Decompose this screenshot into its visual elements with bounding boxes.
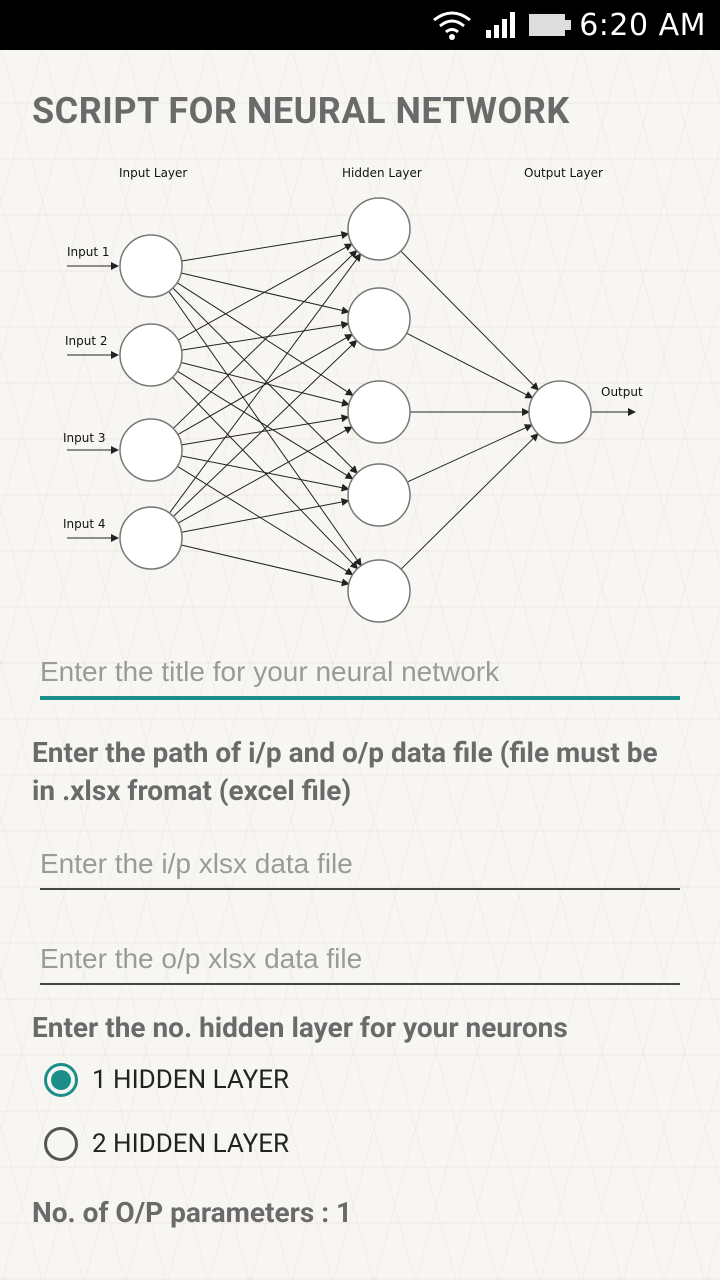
input-1-label: Input 1 xyxy=(67,245,110,259)
edge-input-3-hidden-3 xyxy=(181,414,350,446)
output-data-file-field[interactable] xyxy=(40,943,680,985)
hidden-layer-label: Hidden Layer xyxy=(342,166,422,180)
input-neuron-3 xyxy=(119,418,183,482)
edge-input-1-hidden-4 xyxy=(172,287,358,474)
network-svg: Input Layer Hidden Layer Output Layer In… xyxy=(63,166,643,623)
signal-icon xyxy=(486,12,516,38)
hidden-neuron-5 xyxy=(347,559,411,623)
input-3-label: Input 3 xyxy=(63,431,106,445)
edge-input-3-hidden-4 xyxy=(181,455,350,492)
radio-2-hidden-layer[interactable]: 2 HIDDEN LAYER xyxy=(44,1127,289,1161)
status-bar: 6:20 AM xyxy=(0,0,720,50)
data-path-label: Enter the path of i/p and o/p data file … xyxy=(32,736,658,807)
edge-input-4-hidden-5 xyxy=(181,544,350,587)
edge-input-4-hidden-4 xyxy=(181,498,350,533)
input-2-label: Input 2 xyxy=(65,334,108,348)
output-neuron xyxy=(528,380,592,444)
battery-icon xyxy=(529,14,572,36)
page-title: SCRIPT FOR NEURAL NETWORK xyxy=(32,90,570,132)
input-neuron-4 xyxy=(119,506,183,570)
hidden-neuron-4 xyxy=(347,463,411,527)
radio-dot xyxy=(51,1070,71,1090)
wifi-icon xyxy=(433,11,472,40)
edge-input-3-hidden-2 xyxy=(177,333,353,435)
edge-input-4-hidden-2 xyxy=(173,339,358,517)
hidden-neuron-1 xyxy=(347,197,411,261)
edge-input-3-hidden-1 xyxy=(172,249,358,429)
output-label: Output xyxy=(601,385,643,399)
edge-hidden-4-output xyxy=(406,424,533,483)
hidden-neuron-2 xyxy=(347,287,411,351)
edge-input-2-hidden-2 xyxy=(181,320,350,351)
radio-1-hidden-layer[interactable]: 1 HIDDEN LAYER xyxy=(44,1063,289,1097)
edge-input-1-hidden-1 xyxy=(181,231,350,262)
edge-input-4-hidden-3 xyxy=(177,426,353,524)
status-time: 6:20 AM xyxy=(579,7,706,43)
hidden-layer-question: Enter the no. hidden layer for your neur… xyxy=(32,1011,568,1044)
input-neuron-1 xyxy=(119,234,183,298)
status-icons: 6:20 AM xyxy=(432,0,706,50)
edge-hidden-2-output xyxy=(406,332,534,399)
edge-hidden-5-output xyxy=(400,433,539,570)
edge-input-3-hidden-5 xyxy=(177,465,354,576)
network-title-input[interactable] xyxy=(40,656,680,700)
edge-hidden-1-output xyxy=(400,250,539,391)
input-4-label: Input 4 xyxy=(63,517,106,531)
radio-button-unchecked[interactable] xyxy=(44,1127,78,1161)
input-neuron-2 xyxy=(119,323,183,387)
output-layer-label: Output Layer xyxy=(524,166,603,180)
edge-input-2-hidden-4 xyxy=(177,370,354,480)
edge-input-4-hidden-1 xyxy=(169,253,362,514)
edge-input-2-hidden-1 xyxy=(177,243,353,341)
input-data-file-field[interactable] xyxy=(40,848,680,890)
radio-button-checked[interactable] xyxy=(44,1063,78,1097)
neural-network-diagram: Input Layer Hidden Layer Output Layer In… xyxy=(50,162,660,632)
input-layer-label: Input Layer xyxy=(119,166,187,180)
radio-label: 1 HIDDEN LAYER xyxy=(92,1065,290,1095)
output-parameters-count: No. of O/P parameters : 1 xyxy=(32,1196,353,1229)
hidden-neuron-3 xyxy=(347,380,411,444)
radio-label: 2 HIDDEN LAYER xyxy=(92,1129,290,1159)
